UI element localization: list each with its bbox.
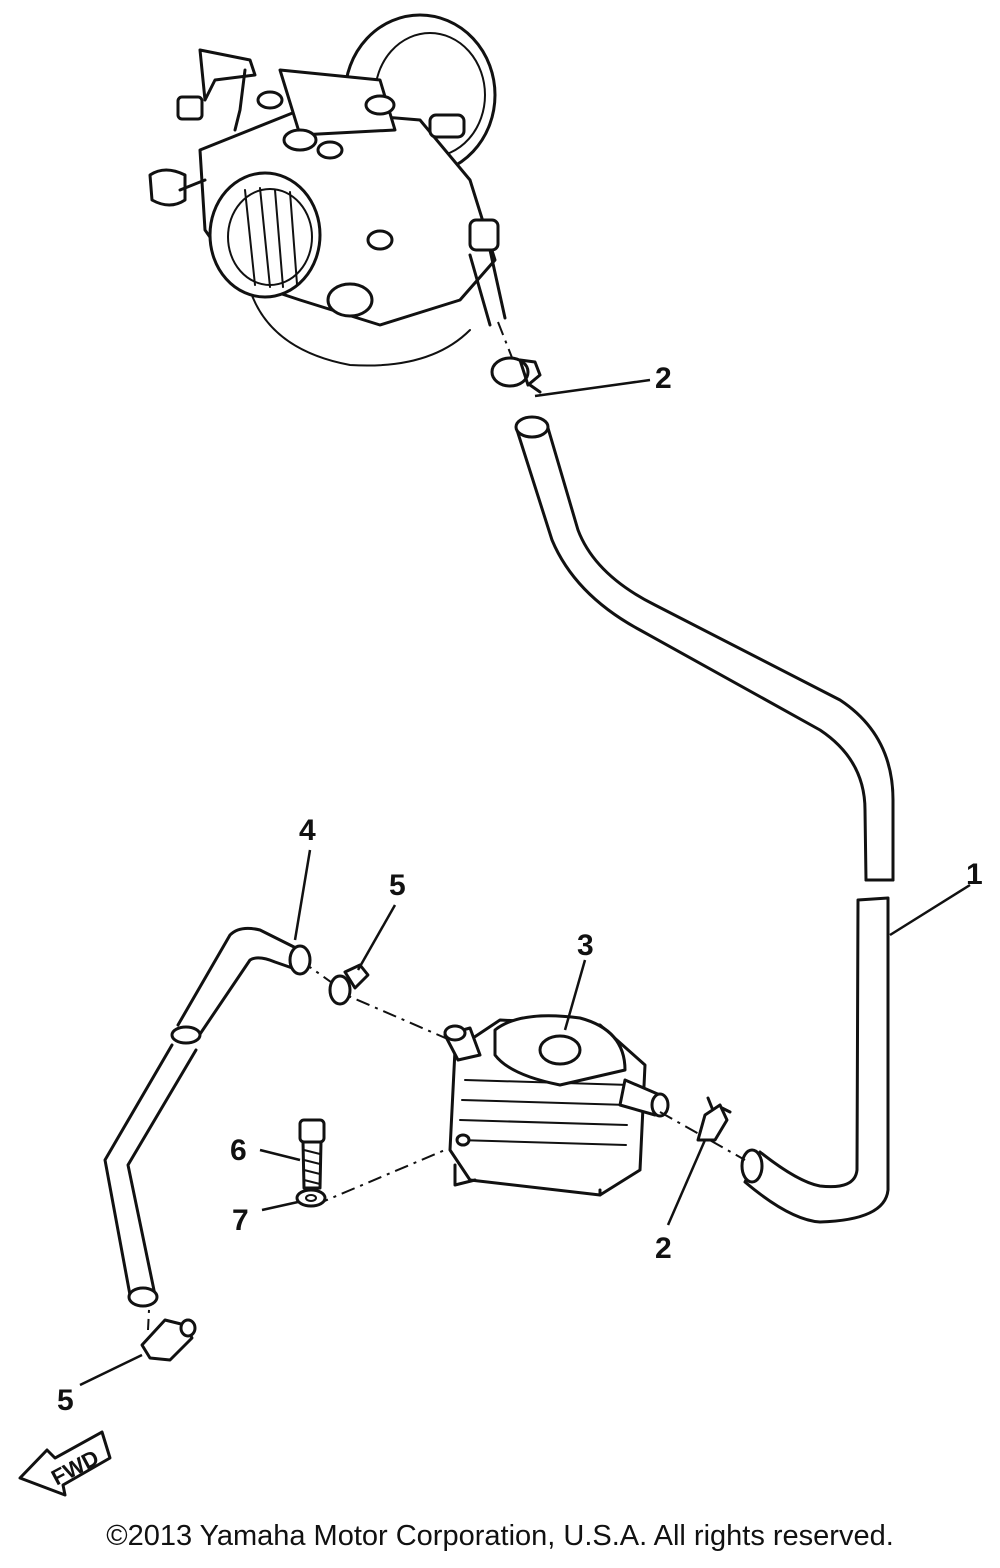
fuel-hose-4 [103,926,312,1308]
callout-3: 3 [577,929,594,962]
washer [295,1188,327,1208]
callout-6: 6 [230,1134,247,1167]
callout-2-top: 2 [655,362,672,395]
hose-clamp-top [490,356,542,394]
callout-4: 4 [299,814,316,847]
fuel-hose-1 [514,415,895,1224]
carburetor [148,13,507,367]
callout-5-upper: 5 [389,869,406,902]
callout-1: 1 [966,858,983,891]
callout-2-bottom: 2 [655,1232,672,1265]
forward-direction-arrow: FWD [18,1430,112,1497]
callout-5-lower: 5 [57,1384,74,1417]
copyright-notice: ©2013 Yamaha Motor Corporation, U.S.A. A… [106,1520,894,1552]
hose-clamp-5-lower [140,1318,197,1362]
hose-clamp-bottom [696,1096,732,1142]
hose-clamp-5-upper [328,963,370,1006]
bolt [298,1118,326,1190]
fuel-pump [443,1014,670,1197]
callout-7: 7 [232,1204,249,1237]
